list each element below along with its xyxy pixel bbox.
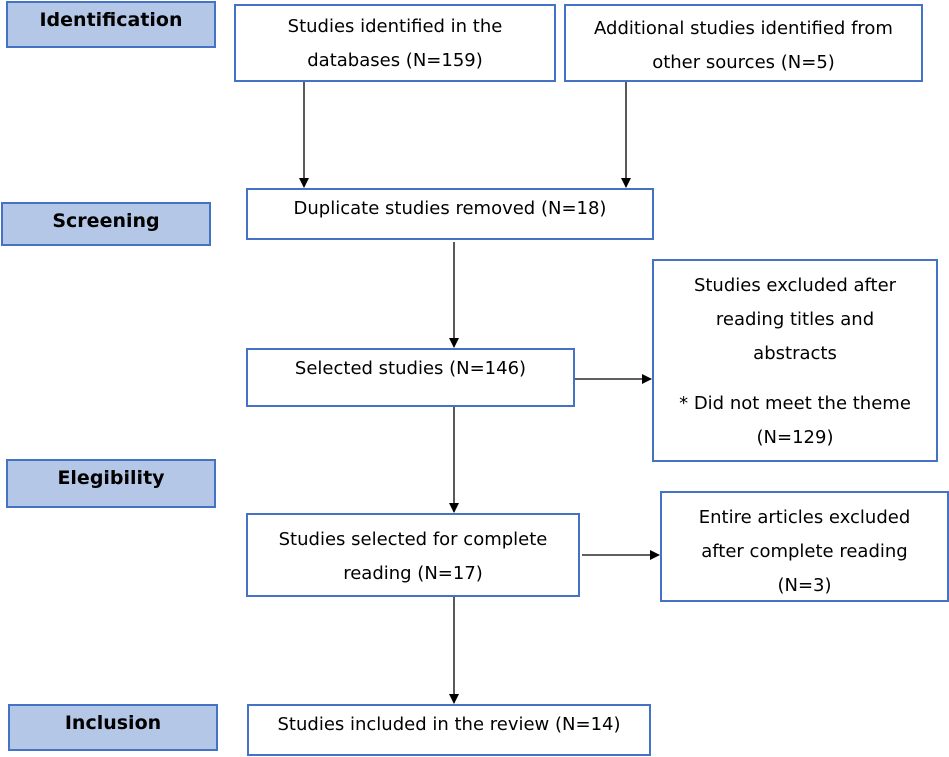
phase-inclusion: Inclusion <box>8 704 218 751</box>
box-other-sources-line2: other sources (N=5) <box>652 52 835 73</box>
box-databases: Studies identified in the databases (N=1… <box>234 4 556 82</box>
box-included-review: Studies included in the review (N=14) <box>247 704 651 756</box>
box-databases-line1: Studies identified in the <box>287 16 503 37</box>
box-selected-studies: Selected studies (N=146) <box>246 348 575 407</box>
phase-eligibility: Elegibility <box>6 459 216 508</box>
box-excluded-articles-line1: Entire articles excluded <box>698 507 911 528</box>
box-excluded-articles: Entire articles excluded after complete … <box>660 491 949 602</box>
box-excluded-titles-line4: * Did not meet the theme <box>679 393 911 414</box>
box-excluded-articles-line3: (N=3) <box>777 575 832 596</box>
box-complete-reading-line2: reading (N=17) <box>343 563 483 584</box>
phase-screening: Screening <box>1 202 211 246</box>
box-other-sources-line1: Additional studies identified from <box>594 18 893 39</box>
box-excluded-articles-line2: after complete reading <box>701 541 908 562</box>
box-included-line1: Studies included in the review (N=14) <box>277 714 621 735</box>
box-duplicates-line1: Duplicate studies removed (N=18) <box>293 198 607 219</box>
phase-identification: Identification <box>6 1 216 48</box>
box-other-sources: Additional studies identified from other… <box>564 4 923 82</box>
box-excluded-titles: Studies excluded after reading titles an… <box>652 259 938 462</box>
box-excluded-titles-line5: (N=129) <box>756 427 834 448</box>
box-excluded-titles-line2: reading titles and <box>715 309 875 330</box>
box-duplicates-removed: Duplicate studies removed (N=18) <box>246 188 654 240</box>
box-excluded-titles-line1: Studies excluded after <box>693 275 897 296</box>
box-excluded-titles-gap <box>660 371 930 387</box>
box-complete-reading-line1: Studies selected for complete <box>278 529 548 550</box>
box-excluded-titles-line3: abstracts <box>753 343 837 364</box>
box-databases-line2: databases (N=159) <box>307 50 483 71</box>
box-selected-line1: Selected studies (N=146) <box>294 358 527 379</box>
box-complete-reading: Studies selected for complete reading (N… <box>246 513 580 597</box>
